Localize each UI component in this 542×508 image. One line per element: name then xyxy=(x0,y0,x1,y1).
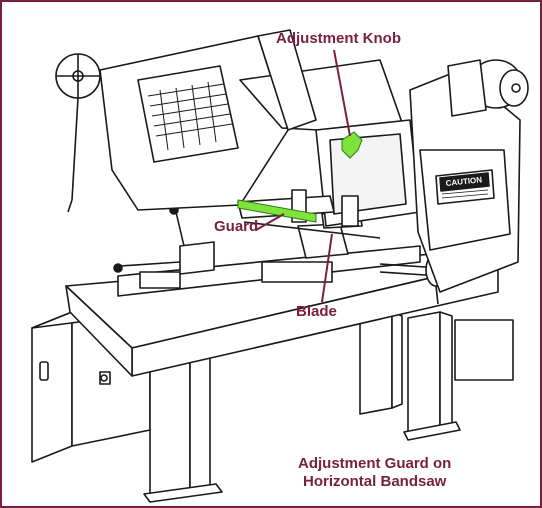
figure-caption: Adjustment Guard on Horizontal Bandsaw xyxy=(298,455,451,491)
caption-line-1: Adjustment Guard on xyxy=(298,455,452,472)
blade-leader-line xyxy=(321,233,333,303)
guard-label: Guard xyxy=(214,218,259,235)
caution-sign xyxy=(435,169,495,205)
blade-label: Blade xyxy=(296,303,337,320)
gauge-plate xyxy=(137,65,239,163)
adjustment-knob-highlight xyxy=(341,131,363,159)
adjustment-knob-label: Adjustment Knob xyxy=(276,30,401,47)
hand-wheel xyxy=(55,53,101,213)
work-table xyxy=(65,245,499,377)
guard-highlight xyxy=(237,199,317,223)
caution-text: CAUTION xyxy=(445,175,482,188)
stand-legs xyxy=(143,311,514,503)
guard-leader-line xyxy=(255,213,285,231)
caption-line-2: Horizontal Bandsaw xyxy=(302,473,447,490)
knob-leader-line xyxy=(333,49,351,137)
